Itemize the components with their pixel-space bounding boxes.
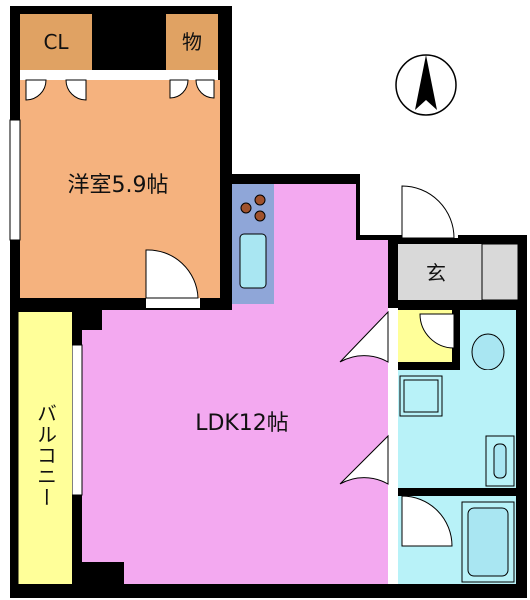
western-room (20, 80, 220, 298)
closet-area (20, 14, 92, 70)
sink-icon (239, 233, 267, 289)
entrance-label: 玄 (426, 261, 446, 285)
western-room-door (145, 249, 200, 308)
ldk-doors (339, 310, 389, 485)
hallway (388, 308, 398, 584)
storage-label: 物 (182, 30, 202, 54)
bath-door (401, 495, 453, 547)
north-arrow-icon (395, 54, 457, 116)
ldk-room (82, 184, 388, 584)
closet-doors (25, 79, 215, 101)
ldk-label: LDK12帖 (195, 411, 289, 436)
closet-label: CL (43, 30, 69, 54)
balcony (18, 312, 72, 584)
washing-machine (399, 375, 443, 417)
shoe-closet (481, 243, 519, 301)
storage-area (166, 14, 218, 70)
gas-burner-icon (240, 194, 266, 222)
front-door (401, 185, 458, 239)
western-room-label: 洋室5.9帖 (68, 173, 169, 198)
toilet-door (419, 313, 455, 349)
bathtub-icon (461, 501, 515, 583)
balcony-label: バルコニー (33, 402, 58, 508)
western-window (9, 119, 21, 241)
entrance (398, 244, 482, 300)
closet-door-strip (20, 70, 218, 80)
ldk-window (71, 344, 83, 496)
